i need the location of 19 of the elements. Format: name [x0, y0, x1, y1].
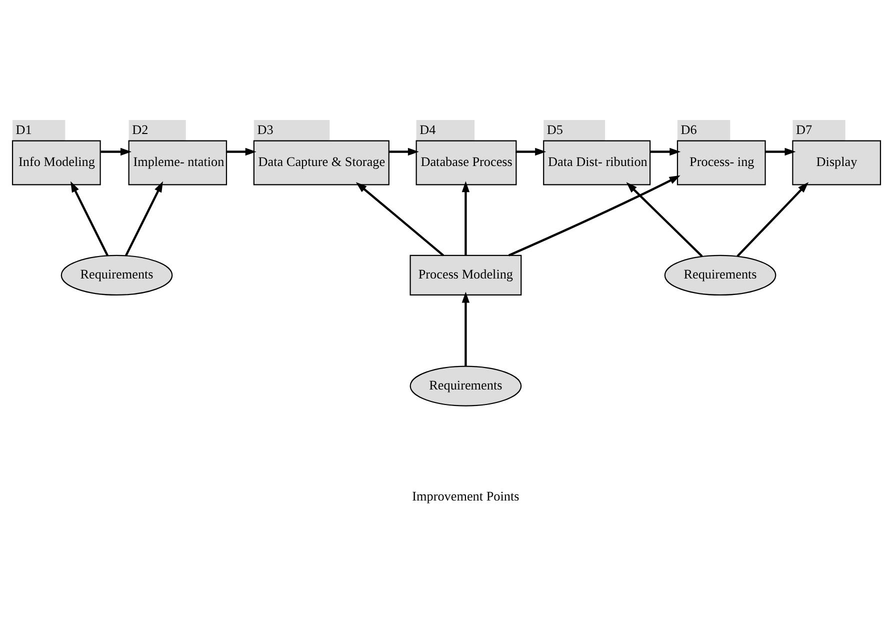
arrow — [356, 182, 444, 256]
node-box: Process Modeling — [410, 254, 522, 296]
arrow — [462, 181, 470, 256]
arrow — [100, 148, 132, 156]
arrow — [516, 148, 546, 156]
arrow — [765, 148, 796, 156]
arrow — [626, 182, 703, 257]
node-ellipse: Requirements — [410, 366, 522, 406]
arrow — [736, 182, 809, 257]
arrow — [70, 181, 109, 256]
node-ellipse: Requirements — [60, 254, 173, 296]
arrow — [650, 148, 681, 156]
arrow — [462, 292, 470, 366]
arrow — [124, 181, 163, 256]
arrow — [226, 148, 256, 156]
arrow — [388, 148, 419, 156]
label: Improvement Points — [412, 488, 520, 504]
arrow — [508, 175, 680, 256]
node-ellipse: Requirements — [664, 254, 776, 296]
